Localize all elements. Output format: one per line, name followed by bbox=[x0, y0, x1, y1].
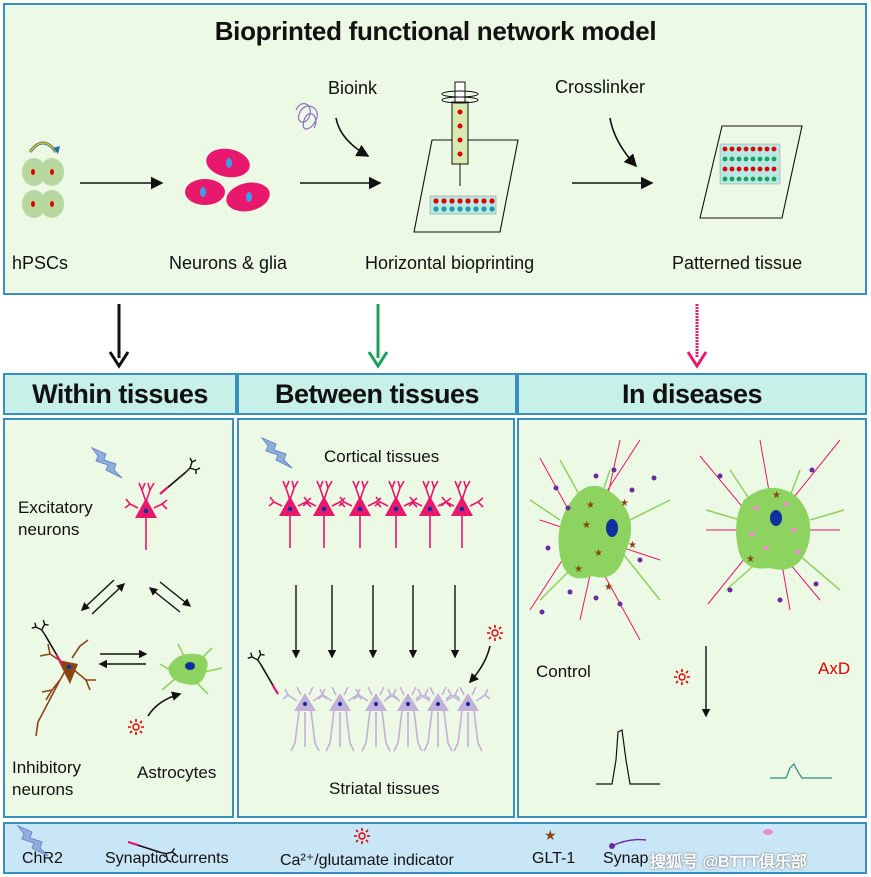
svg-text:★: ★ bbox=[604, 582, 613, 593]
arrow-down-within bbox=[108, 304, 130, 369]
legend-chr2-label: ChR2 bbox=[22, 850, 63, 867]
svg-text:★: ★ bbox=[772, 490, 781, 501]
legend-chr2-icon bbox=[17, 825, 49, 857]
cortical-tissues-label: Cortical tissues bbox=[324, 447, 440, 466]
arrow-indicator-between bbox=[468, 645, 491, 684]
arrow-down-between bbox=[367, 304, 389, 369]
patterned-tissue-illustration bbox=[699, 125, 803, 219]
control-trace bbox=[596, 729, 660, 785]
legend-synapsin-label: Synap bbox=[603, 850, 649, 867]
header-within-tissues: Within tissues bbox=[3, 373, 237, 415]
svg-text:★: ★ bbox=[586, 500, 595, 511]
legend-indicator-icon bbox=[353, 827, 371, 845]
projection-arrows bbox=[291, 585, 460, 659]
indicator-sun-icon-within bbox=[127, 718, 145, 736]
svg-text:★: ★ bbox=[582, 520, 591, 531]
step-hpscs: hPSCs bbox=[12, 253, 69, 273]
watermark: 搜狐号 @BTTT俱乐部 bbox=[650, 854, 807, 871]
legend-glt1-label: GLT-1 bbox=[532, 850, 576, 867]
svg-text:★: ★ bbox=[620, 498, 629, 509]
indicator-sun-icon-diseases bbox=[673, 668, 691, 686]
inhibitory-pipette-icon bbox=[25, 617, 71, 666]
striatal-pipette-icon bbox=[241, 647, 287, 696]
page-title: Bioprinted functional network model bbox=[214, 16, 657, 46]
axd-label: AxD bbox=[818, 659, 851, 678]
svg-text:★: ★ bbox=[746, 554, 755, 565]
within-interaction-arrows bbox=[80, 579, 192, 669]
striatal-neuron-row bbox=[282, 686, 491, 752]
arrow-bioink bbox=[335, 117, 370, 157]
panel-in-diseases bbox=[517, 418, 867, 818]
legend-aggregate-icon bbox=[763, 829, 773, 835]
astrocyte-within bbox=[159, 643, 223, 695]
svg-text:★: ★ bbox=[594, 548, 603, 559]
header-between-tissues: Between tissues bbox=[237, 373, 517, 415]
neurons-glia-cells bbox=[185, 148, 270, 212]
indicator-sun-icon-between bbox=[486, 624, 504, 642]
legend-synapsin-icon bbox=[611, 838, 647, 847]
chr2-light-icon-between bbox=[261, 437, 293, 469]
arrow-crosslinker bbox=[609, 117, 638, 168]
legend-indicator-label: Ca²⁺/glutamate indicator bbox=[280, 852, 454, 869]
panel-within-tissues bbox=[3, 418, 234, 818]
svg-text:★: ★ bbox=[628, 540, 637, 551]
cortical-neuron-row bbox=[268, 480, 484, 549]
crosslinker-label: Crosslinker bbox=[555, 77, 646, 97]
inhibitory-neuron bbox=[35, 639, 96, 737]
step-neurons-glia: Neurons & glia bbox=[169, 253, 288, 273]
bioink-label: Bioink bbox=[328, 78, 378, 98]
astrocytes-label: Astrocytes bbox=[137, 763, 217, 782]
axd-trace bbox=[770, 762, 832, 779]
arrow-indicator-within bbox=[147, 691, 182, 717]
legend-glt1-icon: ★ bbox=[544, 827, 557, 843]
excitatory-neurons-label: Excitatory neurons bbox=[18, 498, 93, 539]
control-astrocyte: ★ ★ ★ ★ ★ ★ ★ bbox=[529, 439, 671, 641]
control-label: Control bbox=[536, 662, 591, 681]
step-patterned-tissue: Patterned tissue bbox=[672, 253, 803, 273]
axd-astrocyte: ★★ bbox=[699, 439, 845, 611]
striatal-tissues-label: Striatal tissues bbox=[329, 779, 440, 798]
bioprinter-illustration bbox=[413, 81, 519, 233]
svg-text:★: ★ bbox=[574, 564, 583, 575]
bioink-fibers-icon bbox=[295, 103, 318, 130]
chr2-light-icon bbox=[91, 447, 123, 479]
step-horizontal-bioprinting: Horizontal bioprinting bbox=[365, 253, 535, 273]
header-in-diseases: In diseases bbox=[517, 373, 867, 415]
legend-pipette-icon bbox=[126, 821, 181, 877]
hpscs-cells bbox=[22, 141, 64, 218]
arrow-down-diseases bbox=[686, 304, 708, 369]
patch-pipette-icon bbox=[158, 456, 202, 496]
inhibitory-neurons-label: Inhibitory neurons bbox=[12, 758, 81, 799]
